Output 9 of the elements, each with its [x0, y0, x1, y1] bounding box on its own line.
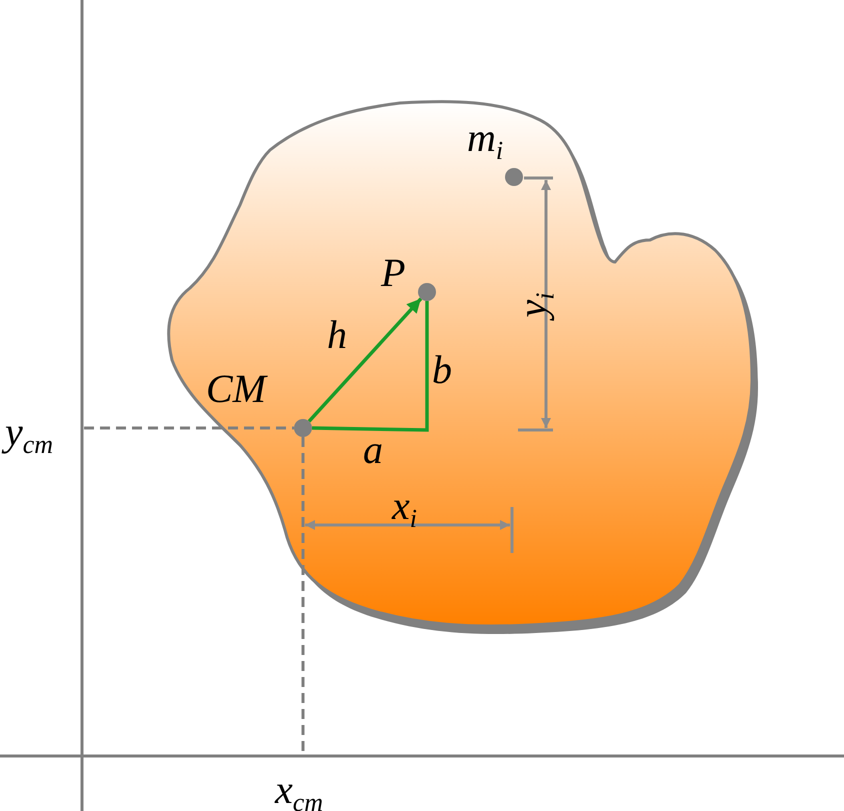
point-label: P	[381, 253, 406, 293]
vector-arrow	[308, 297, 422, 423]
side-label: a	[363, 430, 383, 470]
point-label: CM	[206, 369, 266, 409]
side-label: b	[432, 350, 452, 390]
dimension-label: x$_{i}$	[392, 486, 417, 526]
point-label: m$_{i}$	[467, 118, 504, 158]
edge-label: h	[327, 315, 347, 355]
axis-label: x$_{cm}$	[275, 770, 324, 810]
